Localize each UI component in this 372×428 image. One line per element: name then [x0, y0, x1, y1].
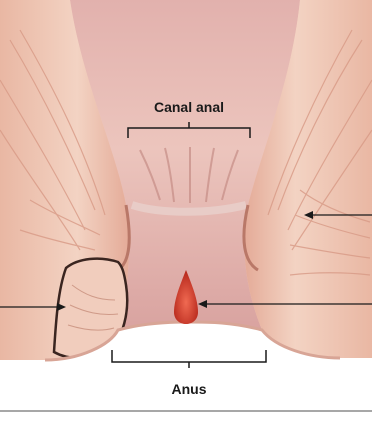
canal-anal-label: Canal anal	[154, 99, 224, 115]
anus-label: Anus	[172, 381, 207, 397]
